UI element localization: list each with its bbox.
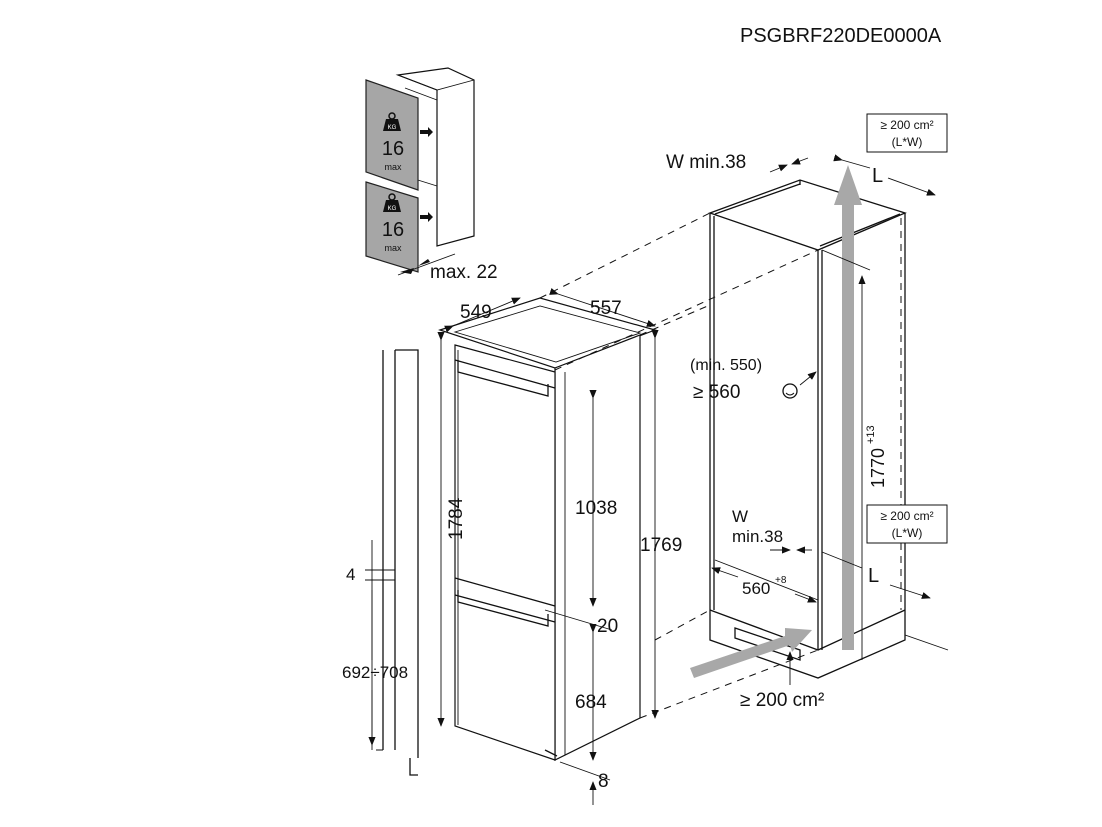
max-door-thickness: max. 22	[430, 262, 498, 283]
svg-text:(min. 550): (min. 550)	[690, 357, 762, 374]
niche-width: 560	[742, 579, 770, 598]
svg-text:KG: KG	[388, 206, 397, 212]
svg-text:(L*W): (L*W)	[892, 526, 923, 540]
svg-text:min.38: min.38	[732, 527, 783, 546]
svg-text:4: 4	[346, 565, 355, 584]
svg-text:KG: KG	[388, 125, 397, 131]
middle-gap: 20	[597, 616, 618, 637]
svg-text:L: L	[872, 165, 883, 187]
lower-door-height: 684	[575, 692, 607, 713]
door-weight-upper: 16	[382, 138, 404, 160]
door-weight-lower: 16	[382, 219, 404, 241]
upper-door-height: 1038	[575, 498, 617, 519]
vent-area-mid: ≥ 200 cm²	[880, 509, 933, 523]
appliance	[438, 297, 657, 761]
vent-area-bottom: ≥ 200 cm²	[740, 690, 824, 711]
svg-text:max: max	[384, 243, 402, 253]
weight-icon: KG KG	[383, 112, 401, 212]
niche-height-tolerance: +13	[865, 425, 877, 444]
svg-text:W min.38: W min.38	[666, 152, 746, 173]
height-total: 1784	[446, 497, 467, 540]
lower-door-panel	[365, 181, 419, 273]
svg-text:(L*W): (L*W)	[892, 135, 923, 149]
door-gap-dimensions: 4 692÷708	[342, 349, 420, 776]
upper-door-panel	[365, 79, 419, 191]
svg-text:L: L	[868, 565, 879, 587]
svg-text:W: W	[732, 507, 748, 526]
niche-depth: ≥ 560	[693, 382, 740, 403]
vent-area-top: ≥ 200 cm²	[880, 118, 933, 132]
width: 557	[590, 298, 622, 319]
niche-width-tolerance: +8	[775, 575, 787, 586]
bottom-gap: 8	[598, 771, 609, 792]
appliance-dimensions: 1784 1769 549 557 1038 20 684 8	[437, 288, 682, 805]
projection-lines	[539, 212, 819, 719]
lower-door-range: 692÷708	[342, 663, 408, 682]
door-weight-illustration: KG KG 16 max 16 max max. 22	[365, 67, 498, 283]
height-body: 1769	[640, 535, 682, 556]
svg-text:max: max	[384, 162, 402, 172]
niche-dimensions: W min.38 L ≥ 200 cm² (L*W) (min. 550) ≥ …	[666, 113, 948, 711]
airflow-in-arrow	[690, 628, 812, 678]
model-code: PSGBRF220DE0000A	[740, 25, 942, 47]
airflow-up-arrow	[834, 165, 862, 650]
niche-height: 1770	[868, 448, 888, 488]
niche-cabinet	[690, 165, 949, 679]
smiley-icon	[782, 383, 798, 399]
depth: 549	[460, 302, 492, 323]
